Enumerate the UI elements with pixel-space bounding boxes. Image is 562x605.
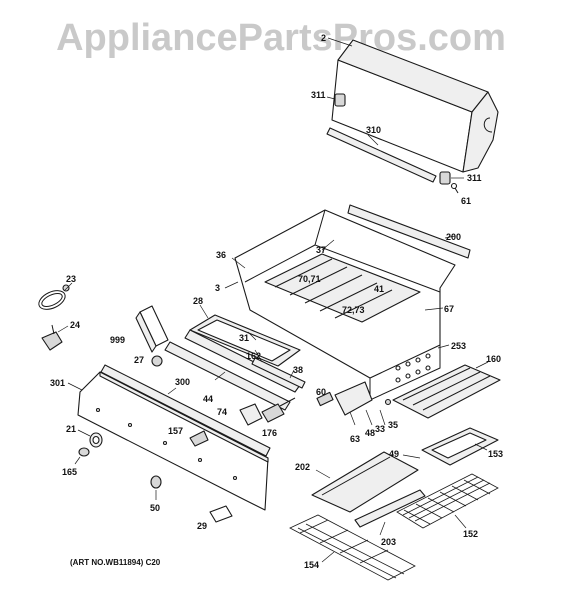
part-knob-50[interactable] xyxy=(150,475,162,489)
callout-60: 60 xyxy=(316,387,326,397)
callout-74: 74 xyxy=(217,407,227,417)
callout-200: 200 xyxy=(446,232,461,242)
callout-50: 50 xyxy=(150,503,160,513)
callout-202: 202 xyxy=(295,462,310,472)
callout-27: 27 xyxy=(134,355,144,365)
callout-300: 300 xyxy=(175,377,190,387)
callout-41: 41 xyxy=(374,284,384,294)
callout-153: 153 xyxy=(488,449,503,459)
part-60[interactable] xyxy=(316,391,334,407)
callout-28: 28 xyxy=(193,296,203,306)
part-tray-28[interactable] xyxy=(189,314,301,367)
callout-38: 38 xyxy=(293,365,303,375)
part-162[interactable] xyxy=(251,357,306,389)
art-number: (ART NO.WB11894) C20 xyxy=(70,558,161,567)
part-hose-23[interactable] xyxy=(36,284,70,313)
callout-160: 160 xyxy=(486,354,501,364)
part-warming-rack-154[interactable] xyxy=(289,514,416,581)
part-valve-176[interactable] xyxy=(261,397,296,423)
callout-253: 253 xyxy=(451,341,466,351)
part-hood-lid[interactable] xyxy=(331,39,499,173)
callout-33: 33 xyxy=(375,424,385,434)
part-shield-74[interactable] xyxy=(239,403,263,426)
callout-311-right: 311 xyxy=(467,173,482,183)
callout-999: 999 xyxy=(110,335,125,345)
callout-31: 31 xyxy=(239,333,249,343)
callout-162: 162 xyxy=(246,351,261,361)
part-knob-165[interactable] xyxy=(78,447,90,457)
callout-36: 36 xyxy=(216,250,226,260)
part-handle-rod[interactable] xyxy=(326,127,437,183)
part-cooking-grid-152[interactable] xyxy=(396,473,499,529)
callout-24: 24 xyxy=(70,320,80,330)
callout-3: 3 xyxy=(215,283,220,293)
part-bracket-153[interactable] xyxy=(421,427,499,466)
part-rear-rail-200[interactable] xyxy=(347,204,471,259)
callout-29: 29 xyxy=(197,521,207,531)
part-manifold-300[interactable] xyxy=(100,364,271,457)
callout-165: 165 xyxy=(62,467,77,477)
callout-23: 23 xyxy=(66,274,76,284)
callout-154: 154 xyxy=(304,560,319,570)
part-screw-61[interactable] xyxy=(450,182,459,194)
callout-63: 63 xyxy=(350,434,360,444)
callout-67: 67 xyxy=(444,304,454,314)
part-label-29[interactable] xyxy=(209,505,233,523)
callout-310: 310 xyxy=(366,125,381,135)
part-manual-999[interactable] xyxy=(135,305,169,353)
part-control-panel-301[interactable] xyxy=(77,371,269,511)
callout-48: 48 xyxy=(365,428,375,438)
part-bar-203[interactable] xyxy=(354,489,426,528)
callout-176: 176 xyxy=(262,428,277,438)
part-igniter-27[interactable] xyxy=(151,355,163,367)
part-63[interactable] xyxy=(334,381,373,416)
callout-37: 37 xyxy=(316,245,326,255)
watermark-text: AppliancePartsPros.com xyxy=(56,17,506,59)
callout-203: 203 xyxy=(381,537,396,547)
part-knob-21[interactable] xyxy=(89,432,103,448)
callout-301: 301 xyxy=(50,378,65,388)
callout-311-left: 311 xyxy=(311,90,326,100)
callout-70-71: 70,71 xyxy=(298,274,321,284)
part-flavorizer-202[interactable] xyxy=(311,451,419,513)
callout-21: 21 xyxy=(66,424,76,434)
part-electrode-157[interactable] xyxy=(189,430,209,447)
callout-157: 157 xyxy=(168,426,183,436)
callout-152: 152 xyxy=(463,529,478,539)
callout-61: 61 xyxy=(461,196,471,206)
part-bracket-311-left[interactable] xyxy=(334,93,346,107)
callout-44: 44 xyxy=(203,394,213,404)
callout-49: 49 xyxy=(389,449,399,459)
part-grease-tray-160[interactable] xyxy=(392,364,501,419)
part-firebox[interactable] xyxy=(234,209,456,401)
callout-35: 35 xyxy=(388,420,398,430)
part-regulator-24[interactable] xyxy=(41,324,63,351)
part-bracket-311-right[interactable] xyxy=(439,171,451,185)
callout-2: 2 xyxy=(321,33,326,43)
callout-72-73: 72,73 xyxy=(342,305,365,315)
part-screw-35[interactable] xyxy=(384,398,392,406)
